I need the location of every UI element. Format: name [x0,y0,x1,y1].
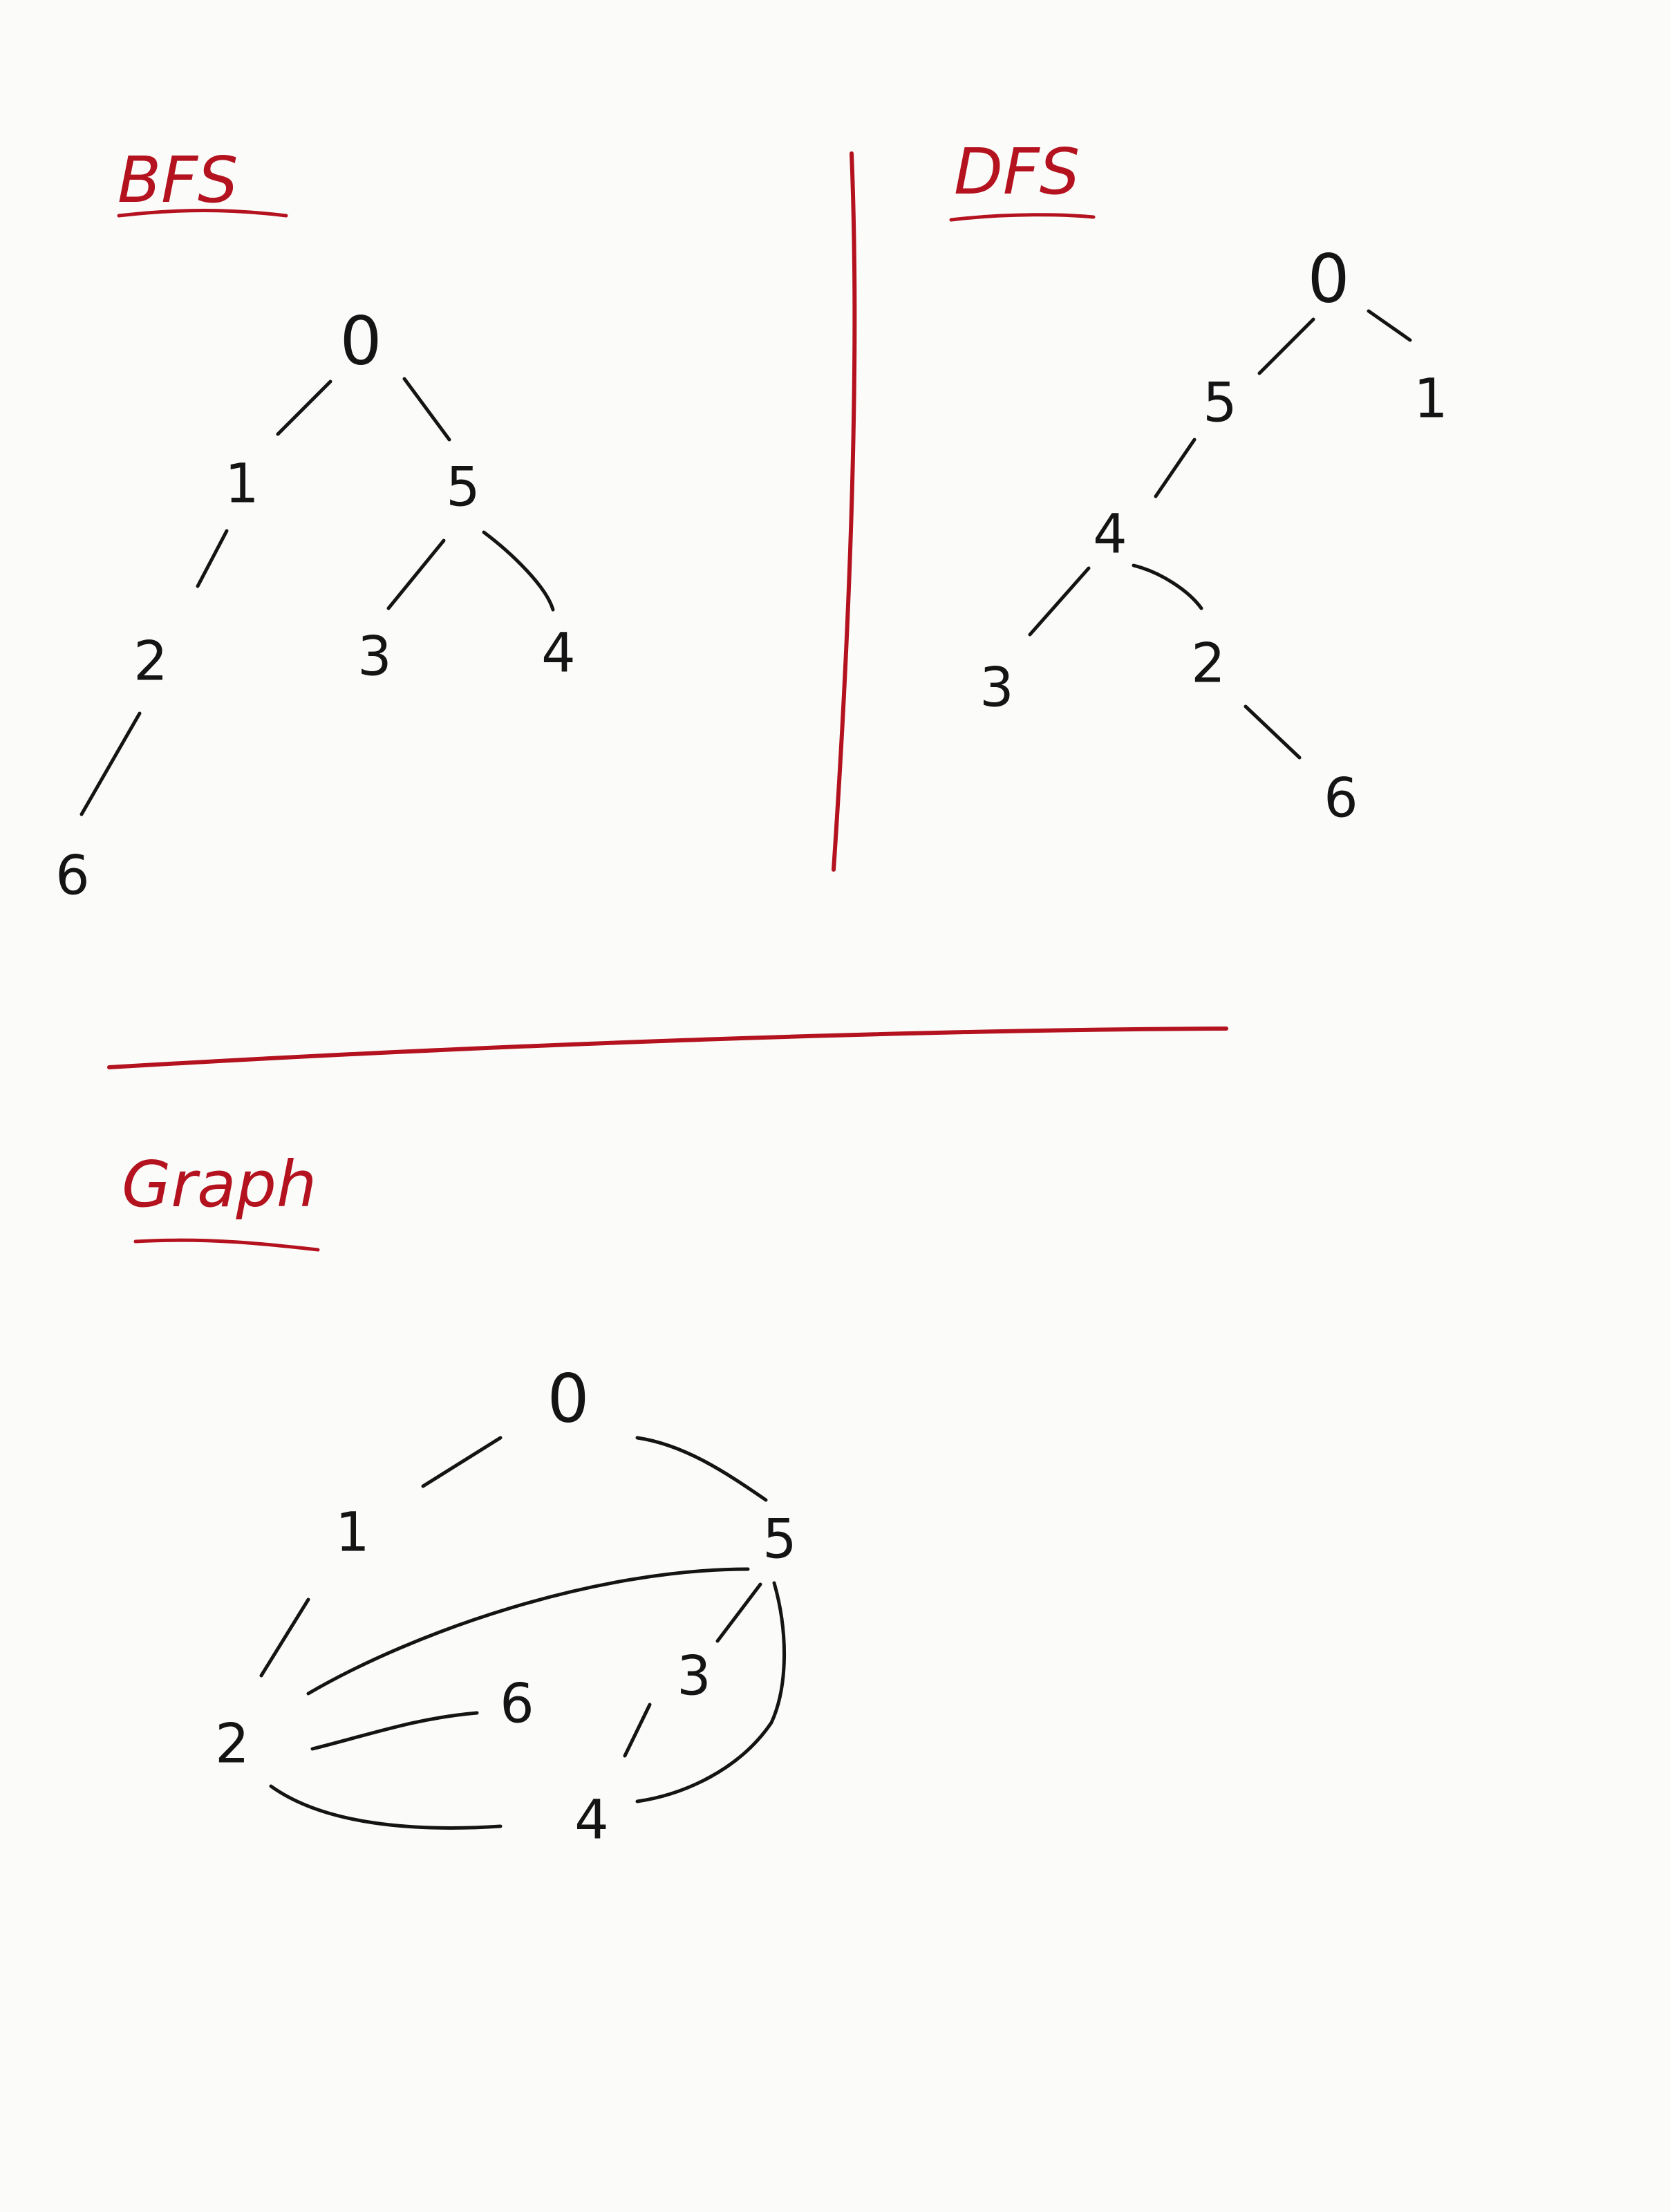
horizontal-divider [107,1027,1228,1069]
graph-section: Graph 0 1 5 3 6 2 4 [122,1147,797,1851]
bfs-edge-5-3 [386,538,446,610]
bfs-node-4: 4 [541,622,576,684]
bfs-title-underline [117,209,288,218]
dfs-section: DFS 0 1 5 4 3 2 6 [949,135,1448,830]
dfs-edge-0-5 [1257,317,1315,375]
graph-title: Graph [122,1147,317,1221]
dfs-edge-5-4 [1154,438,1197,498]
bfs-node-0: 0 [339,302,382,379]
bfs-edge-1-2 [196,529,229,588]
graph-edge-0-5 [635,1436,768,1502]
graph-node-4: 4 [574,1789,609,1851]
bfs-section: BFS 0 1 5 2 3 4 6 [55,143,576,907]
graph-node-6: 6 [500,1673,534,1735]
bfs-node-3: 3 [357,626,392,688]
dfs-edge-4-2 [1132,563,1203,610]
bfs-node-1: 1 [225,453,259,515]
dfs-node-2: 2 [1191,632,1226,695]
dfs-title-underline [949,213,1096,222]
dfs-node-4: 4 [1093,503,1127,565]
graph-edge-2-5 [306,1567,750,1696]
vertical-divider [832,151,857,872]
bfs-title: BFS [118,143,238,217]
bfs-edge-0-5 [402,377,451,442]
bfs-edge-0-1 [276,379,332,436]
dfs-edge-2-6 [1244,704,1302,760]
bfs-node-6: 6 [55,845,90,907]
bfs-edge-5-4 [482,530,555,612]
graph-edge-5-4 [635,1581,787,1803]
bfs-node-2: 2 [133,630,168,693]
graph-edge-1-2 [259,1597,310,1678]
dfs-node-1: 1 [1414,368,1448,430]
graph-node-5: 5 [762,1508,797,1571]
bfs-node-5: 5 [446,456,480,518]
graph-node-0: 0 [547,1360,589,1437]
dfs-node-6: 6 [1324,767,1358,830]
graph-edge-0-1 [421,1436,503,1488]
dfs-node-5: 5 [1203,372,1237,434]
dfs-node-3: 3 [979,657,1014,719]
graph-edge-2-4 [269,1784,503,1830]
graph-edge-3-4 [623,1703,652,1758]
dfs-node-0: 0 [1307,240,1349,317]
graph-node-2: 2 [215,1713,250,1775]
bfs-edge-2-6 [79,711,142,816]
graph-title-underline [133,1238,320,1252]
graph-edge-5-3 [715,1582,762,1643]
dfs-edge-0-1 [1367,309,1412,342]
dfs-title: DFS [954,135,1080,209]
graph-node-1: 1 [335,1501,370,1564]
dfs-edge-4-3 [1028,566,1091,637]
graph-node-3: 3 [677,1645,711,1707]
graph-edge-2-6 [310,1711,479,1751]
